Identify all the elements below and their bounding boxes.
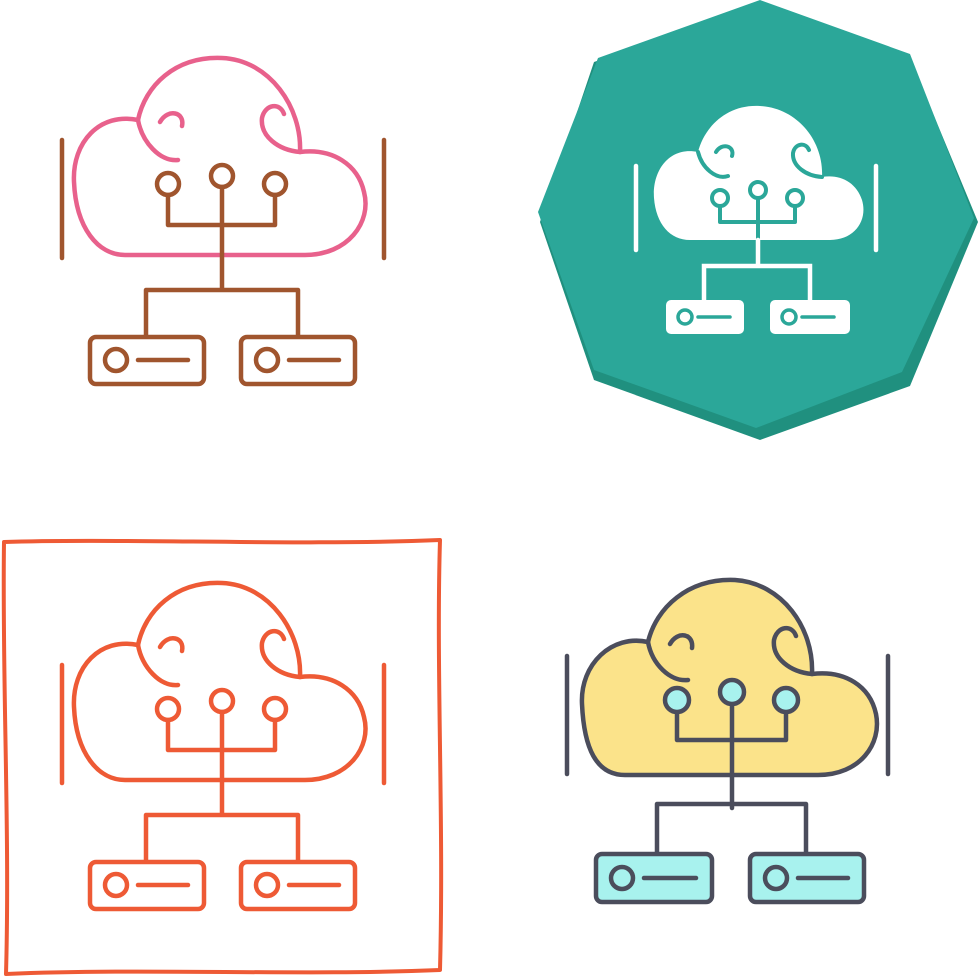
server-right-led (762, 864, 790, 892)
cloud-swirl-right (771, 626, 815, 677)
server-left-led (676, 308, 694, 326)
node-right (261, 170, 289, 198)
cloud-network-line-framed-icon (0, 490, 490, 980)
cloud-network-line-svg (59, 55, 387, 387)
node-right (771, 685, 801, 715)
cloud-shape (653, 105, 864, 241)
server-right-led (780, 308, 798, 326)
cloud-network-filled-line-icon (490, 490, 980, 980)
server-left-led (608, 864, 636, 892)
node-connectors (143, 184, 301, 338)
cloud-swirl-right (791, 142, 824, 179)
cloud-network-glyph-svg (538, 0, 978, 440)
cloud-swirl-left (135, 636, 185, 688)
cloud-swirl-left (135, 111, 185, 163)
cloud-swirl-right (259, 104, 303, 155)
node-connectors (654, 701, 809, 857)
node-connectors (143, 709, 301, 863)
node-right (261, 695, 289, 723)
server-left-led (102, 871, 130, 899)
server-connectors (701, 237, 813, 303)
cloud-outline (71, 580, 368, 783)
server-left (87, 334, 207, 387)
cloud-network-framed-svg (1, 538, 444, 976)
cloud-swirl-right (259, 629, 303, 680)
server-right (238, 334, 358, 387)
cloud-network-filled-svg (564, 577, 891, 905)
server-right-led (253, 346, 281, 374)
server-left (87, 859, 207, 912)
cloud-outline (71, 55, 368, 258)
cloud-swirl-left (645, 633, 695, 683)
cloud-outline (579, 577, 880, 778)
cloud-network-line-icon (0, 0, 490, 490)
node-left (154, 170, 182, 198)
cloud-glyph (633, 105, 879, 334)
sketch-frame (1, 538, 444, 976)
server-left-led (102, 346, 130, 374)
cloud-swirl-left (696, 144, 735, 179)
server-right-led (253, 871, 281, 899)
server-right (238, 859, 358, 912)
node-left (662, 685, 692, 715)
node-center (208, 687, 236, 715)
node-connectors (718, 196, 797, 242)
node-center (208, 162, 236, 190)
node-center (717, 677, 747, 707)
cloud-network-glyph-icon (490, 0, 980, 490)
node-left (154, 695, 182, 723)
